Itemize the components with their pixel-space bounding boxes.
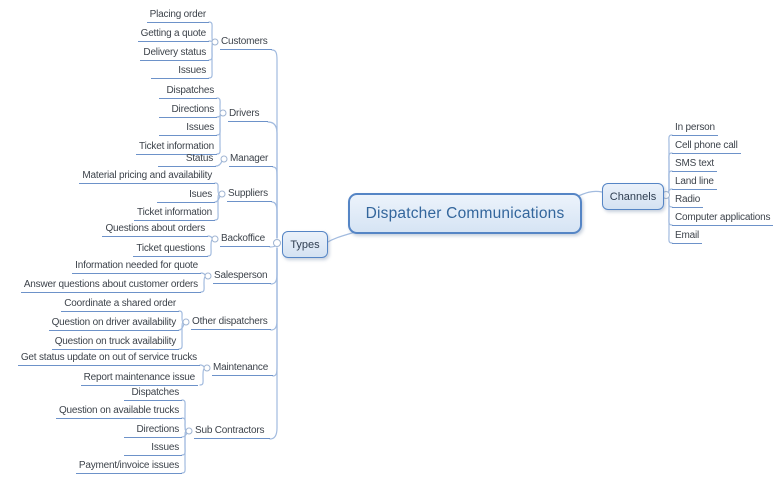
topic-in-person[interactable]: In person bbox=[672, 121, 718, 136]
topic-drivers-dispatches[interactable]: Dispatches bbox=[159, 84, 217, 99]
topic-subcontractors-issues[interactable]: Issues bbox=[124, 441, 182, 456]
topic-customers-issues[interactable]: Issues bbox=[151, 64, 209, 79]
connector-lines bbox=[178, 21, 673, 474]
collapse-handle-suppliers[interactable] bbox=[218, 190, 226, 198]
collapse-handle-types[interactable] bbox=[273, 239, 281, 247]
topic-payment-invoice-issues[interactable]: Payment/invoice issues bbox=[75, 459, 182, 474]
collapse-handle-customers[interactable] bbox=[211, 38, 219, 46]
topic-other-dispatchers[interactable]: Other dispatchers bbox=[191, 315, 271, 330]
topic-radio[interactable]: Radio bbox=[672, 193, 704, 208]
topic-information-needed-for-quote[interactable]: Information needed for quote bbox=[72, 259, 201, 274]
topic-ticket-questions[interactable]: Ticket questions bbox=[133, 242, 208, 257]
collapse-handle-sub-contractors[interactable] bbox=[185, 427, 193, 435]
topic-drivers-directions[interactable]: Directions bbox=[159, 103, 217, 118]
topic-isues[interactable]: Isues bbox=[157, 188, 215, 203]
topic-backoffice[interactable]: Backoffice bbox=[220, 232, 270, 247]
collapse-handle-drivers[interactable] bbox=[219, 109, 227, 117]
topic-suppliers[interactable]: Suppliers bbox=[227, 187, 272, 202]
topic-subcontractors-dispatches[interactable]: Dispatches bbox=[124, 386, 182, 401]
root-topic-types[interactable]: Types bbox=[282, 231, 328, 258]
topic-delivery-status[interactable]: Delivery status bbox=[140, 46, 209, 61]
topic-sub-contractors[interactable]: Sub Contractors bbox=[194, 424, 270, 439]
topic-email[interactable]: Email bbox=[672, 229, 703, 244]
topic-get-status-update-on-out-of-service-trucks[interactable]: Get status update on out of service truc… bbox=[17, 351, 200, 366]
central-topic[interactable]: Dispatcher Communications bbox=[348, 193, 582, 234]
collapse-handle-other-dispatchers[interactable] bbox=[182, 318, 190, 326]
topic-drivers[interactable]: Drivers bbox=[228, 107, 268, 122]
topic-cell-phone-call[interactable]: Cell phone call bbox=[672, 139, 741, 154]
topic-questions-about-orders[interactable]: Questions about orders bbox=[102, 222, 208, 237]
topic-drivers-ticket-information[interactable]: Ticket information bbox=[136, 140, 217, 155]
topic-suppliers-ticket-information[interactable]: Ticket information bbox=[134, 206, 215, 221]
topic-question-on-truck-availability[interactable]: Question on truck availability bbox=[51, 335, 179, 350]
topic-computer-applications[interactable]: Computer applications bbox=[672, 211, 774, 226]
collapse-handle-salesperson[interactable] bbox=[204, 272, 212, 280]
topic-status[interactable]: Status bbox=[158, 152, 216, 167]
topic-report-maintenance-issue[interactable]: Report maintenance issue bbox=[80, 371, 198, 386]
topic-land-line[interactable]: Land line bbox=[672, 175, 717, 190]
topic-sms-text[interactable]: SMS text bbox=[672, 157, 717, 172]
topic-salesperson[interactable]: Salesperson bbox=[213, 269, 271, 284]
topic-question-on-available-trucks[interactable]: Question on available trucks bbox=[55, 404, 182, 419]
collapse-handle-maintenance[interactable] bbox=[203, 364, 211, 372]
topic-customers[interactable]: Customers bbox=[220, 35, 272, 50]
topic-maintenance[interactable]: Maintenance bbox=[212, 361, 273, 376]
topic-drivers-issues[interactable]: Issues bbox=[159, 121, 217, 136]
topic-coordinate-a-shared-order[interactable]: Coordinate a shared order bbox=[61, 297, 179, 312]
topic-placing-order[interactable]: Placing order bbox=[146, 8, 209, 23]
root-topic-channels[interactable]: Channels bbox=[602, 183, 664, 210]
collapse-handle-backoffice[interactable] bbox=[211, 235, 219, 243]
topic-question-on-driver-availability[interactable]: Question on driver availability bbox=[48, 316, 179, 331]
collapse-handle-manager[interactable] bbox=[220, 155, 228, 163]
topic-material-pricing-and-availability[interactable]: Material pricing and availability bbox=[79, 169, 215, 184]
topic-manager[interactable]: Manager bbox=[229, 152, 273, 167]
topic-answer-questions-about-customer-orders[interactable]: Answer questions about customer orders bbox=[20, 278, 201, 293]
topic-subcontractors-directions[interactable]: Directions bbox=[124, 423, 182, 438]
topic-getting-a-quote[interactable]: Getting a quote bbox=[137, 27, 209, 42]
